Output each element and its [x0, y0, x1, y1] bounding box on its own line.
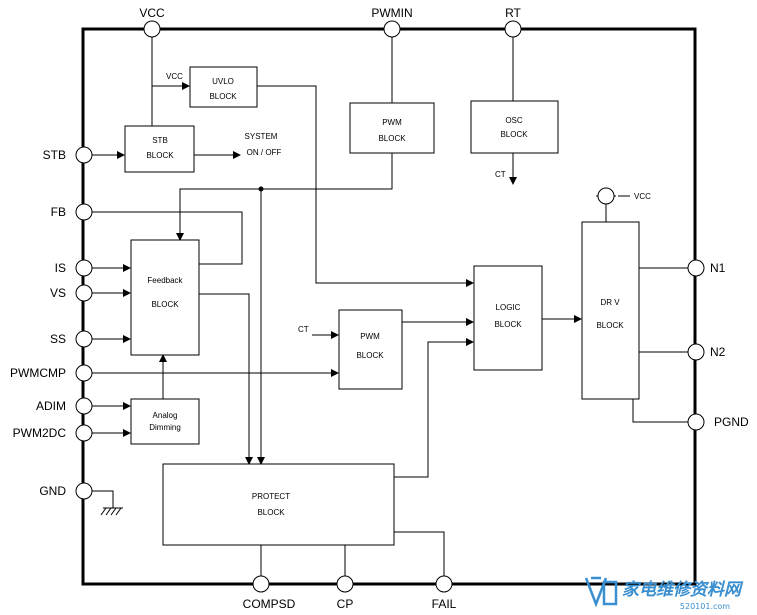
pin-fb: [75, 203, 93, 221]
osc-block-label-1: OSC: [505, 116, 523, 125]
pin-label-cp: CP: [337, 597, 354, 611]
pin-label-n1: N1: [710, 261, 726, 275]
pin-label-compsd: COMPSD: [243, 597, 296, 611]
pin-label-fail: FAIL: [432, 597, 457, 611]
pwm-mid-block-label-2: BLOCK: [356, 351, 384, 360]
vcc-drv-label: VCC: [634, 192, 651, 201]
pin-label-pwmin: PWMIN: [371, 6, 412, 20]
stb-block: [124, 125, 195, 173]
pin-label-pwmcmp: PWMCMP: [10, 366, 66, 380]
protect-block-label-2: BLOCK: [257, 508, 285, 517]
pin-compsd: [252, 575, 270, 593]
logic-block: [473, 265, 543, 371]
analog-dimming-label-2: Dimming: [149, 423, 181, 432]
watermark: 家电维修资料网 520101.com: [584, 576, 744, 611]
protect-block: [162, 463, 395, 546]
pin-n2: [687, 343, 705, 361]
pin-stb: [75, 146, 93, 164]
pwm-top-block: [349, 102, 435, 154]
pwm-top-block-label-1: PWM: [382, 118, 402, 127]
drv-block-label-2: BLOCK: [596, 321, 624, 330]
protect-block-label-1: PROTECT: [252, 492, 290, 501]
pin-label-pwm2dc: PWM2DC: [13, 426, 67, 440]
feedback-block-label-2: BLOCK: [151, 300, 179, 309]
junction-dot: [258, 186, 264, 192]
uvlo-block-label-2: BLOCK: [209, 92, 237, 101]
osc-block: [470, 100, 559, 154]
pin-is: [75, 259, 93, 277]
stb-block-label-2: BLOCK: [146, 151, 174, 160]
pin-ss: [75, 330, 93, 348]
ct-pwm-label: CT: [298, 325, 309, 334]
watermark-url: 520101.com: [680, 602, 730, 611]
pin-adim: [75, 397, 93, 415]
pwm-mid-block-label-1: PWM: [360, 332, 380, 341]
pin-pwmcmp: [75, 364, 93, 382]
pin-label-ss: SS: [50, 332, 66, 346]
pin-rt: [504, 20, 522, 38]
pin-label-rt: RT: [505, 6, 521, 20]
feedback-block-label-1: Feedback: [147, 276, 183, 285]
pin-label-n2: N2: [710, 345, 726, 359]
pin-label-vcc: VCC: [139, 6, 165, 20]
pin-gnd: [75, 482, 93, 500]
pin-label-adim: ADIM: [36, 399, 66, 413]
pin-label-vs: VS: [50, 286, 66, 300]
pin-label-fb: FB: [51, 205, 66, 219]
drv-block-label-1: DR V: [600, 298, 620, 307]
pin-vs: [75, 284, 93, 302]
ct-osc-label: CT: [495, 170, 506, 179]
pin-label-stb: STB: [43, 148, 66, 162]
pin-pwm2dc: [75, 424, 93, 442]
pin-fail: [435, 575, 453, 593]
vcc-uvlo-label: VCC: [166, 72, 183, 81]
uvlo-block-label-1: UVLO: [212, 77, 234, 86]
drv-vcc-terminal: [597, 187, 615, 205]
system-label-2: ON / OFF: [247, 148, 282, 157]
stb-block-label-1: STB: [152, 136, 168, 145]
watermark-text: 家电维修资料网: [622, 580, 744, 600]
pin-n1: [687, 259, 705, 277]
logic-block-label-1: LOGIC: [496, 303, 521, 312]
pwm-top-block-label-2: BLOCK: [378, 134, 406, 143]
feedback-block: [130, 239, 200, 356]
system-label-1: SYSTEM: [245, 132, 278, 141]
pin-label-pgnd: PGND: [714, 415, 749, 429]
pin-pwmin: [383, 20, 401, 38]
pin-pgnd: [687, 413, 705, 431]
logic-block-label-2: BLOCK: [494, 320, 522, 329]
wires: [92, 37, 688, 576]
pwm-mid-block: [338, 309, 403, 390]
watermark-logo-icon: [584, 576, 618, 608]
osc-block-label-2: BLOCK: [500, 130, 528, 139]
pin-label-gnd: GND: [39, 484, 66, 498]
pin-vcc: [143, 20, 161, 38]
analog-dimming-block: [130, 398, 200, 445]
drv-block: [581, 221, 640, 400]
pin-cp: [336, 575, 354, 593]
uvlo-block: [189, 66, 258, 108]
pin-label-is: IS: [55, 261, 66, 275]
analog-dimming-label-1: Analog: [153, 411, 178, 420]
